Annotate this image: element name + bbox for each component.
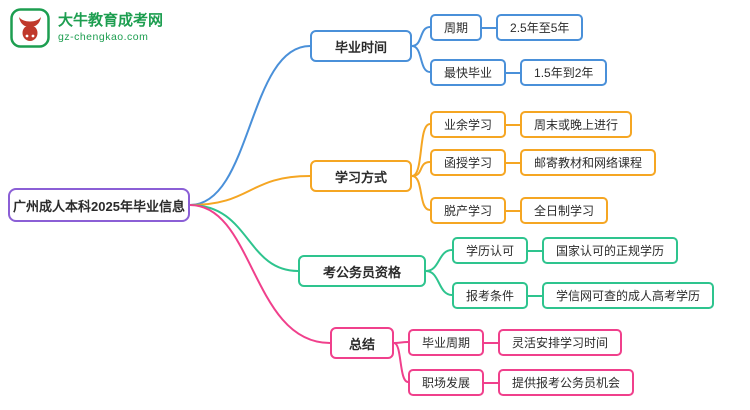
- leaf-label: 毕业周期: [408, 329, 485, 356]
- link-root-graduation-time: [189, 45, 311, 206]
- leaf-connector: [528, 294, 543, 297]
- leaf-value: 灵活安排学习时间: [498, 329, 623, 356]
- leaf-label: 职场发展: [408, 369, 485, 396]
- link-career: [393, 342, 409, 383]
- link-parttime: [411, 123, 431, 177]
- leaf-label: 最快毕业: [430, 59, 507, 86]
- leaf-career: 职场发展 提供报考公务员机会: [408, 369, 635, 396]
- leaf-value: 国家认可的正规学历: [542, 237, 679, 264]
- branch-civil-service: 考公务员资格: [298, 255, 426, 287]
- leaf-recognition: 学历认可 国家认可的正规学历: [452, 237, 679, 264]
- leaf-connector: [506, 161, 521, 164]
- site-logo: 大牛教育成考网 gz-chengkao.com: [10, 8, 163, 48]
- root-node: 广州成人本科2025年毕业信息: [8, 188, 190, 222]
- leaf-conditions: 报考条件 学信网可查的成人高考学历: [452, 282, 715, 309]
- leaf-value: 全日制学习: [520, 197, 609, 224]
- link-root-study-mode: [189, 175, 311, 206]
- leaf-value: 1.5年到2年: [520, 59, 608, 86]
- link-correspondence: [411, 161, 431, 177]
- leaf-connector: [506, 71, 521, 74]
- leaf-grad-cycle: 毕业周期 灵活安排学习时间: [408, 329, 623, 356]
- leaf-connector: [484, 381, 499, 384]
- leaf-cycle: 周期 2.5年至5年: [430, 14, 584, 41]
- site-url: gz-chengkao.com: [58, 30, 149, 43]
- link-conditions: [425, 270, 453, 296]
- leaf-value: 周末或晚上进行: [520, 111, 633, 138]
- site-name: 大牛教育成考网: [58, 12, 164, 30]
- branch-study-mode: 学习方式: [310, 160, 412, 192]
- link-grad-cycle: [393, 341, 409, 344]
- leaf-value: 提供报考公务员机会: [498, 369, 635, 396]
- branch-graduation-time: 毕业时间: [310, 30, 412, 62]
- leaf-parttime: 业余学习 周末或晚上进行: [430, 111, 633, 138]
- leaf-label: 函授学习: [430, 149, 507, 176]
- leaf-label: 周期: [430, 14, 483, 41]
- leaf-value: 学信网可查的成人高考学历: [542, 282, 715, 309]
- leaf-fastest: 最快毕业 1.5年到2年: [430, 59, 608, 86]
- leaf-connector: [484, 341, 499, 344]
- link-cycle: [411, 26, 431, 47]
- leaf-label: 业余学习: [430, 111, 507, 138]
- link-fulltime: [411, 175, 431, 211]
- bull-icon: [10, 8, 50, 48]
- leaf-label: 脱产学习: [430, 197, 507, 224]
- link-fastest: [411, 45, 431, 73]
- leaf-label: 学历认可: [452, 237, 529, 264]
- leaf-connector: [482, 26, 497, 29]
- branch-summary: 总结: [330, 327, 394, 359]
- leaf-label: 报考条件: [452, 282, 529, 309]
- leaf-correspondence: 函授学习 邮寄教材和网络课程: [430, 149, 657, 176]
- leaf-fulltime: 脱产学习 全日制学习: [430, 197, 609, 224]
- leaf-connector: [506, 123, 521, 126]
- link-root-civil-service: [189, 204, 299, 272]
- leaf-connector: [528, 249, 543, 252]
- leaf-value: 邮寄教材和网络课程: [520, 149, 657, 176]
- link-recognition: [425, 249, 453, 272]
- leaf-connector: [506, 209, 521, 212]
- leaf-value: 2.5年至5年: [496, 14, 584, 41]
